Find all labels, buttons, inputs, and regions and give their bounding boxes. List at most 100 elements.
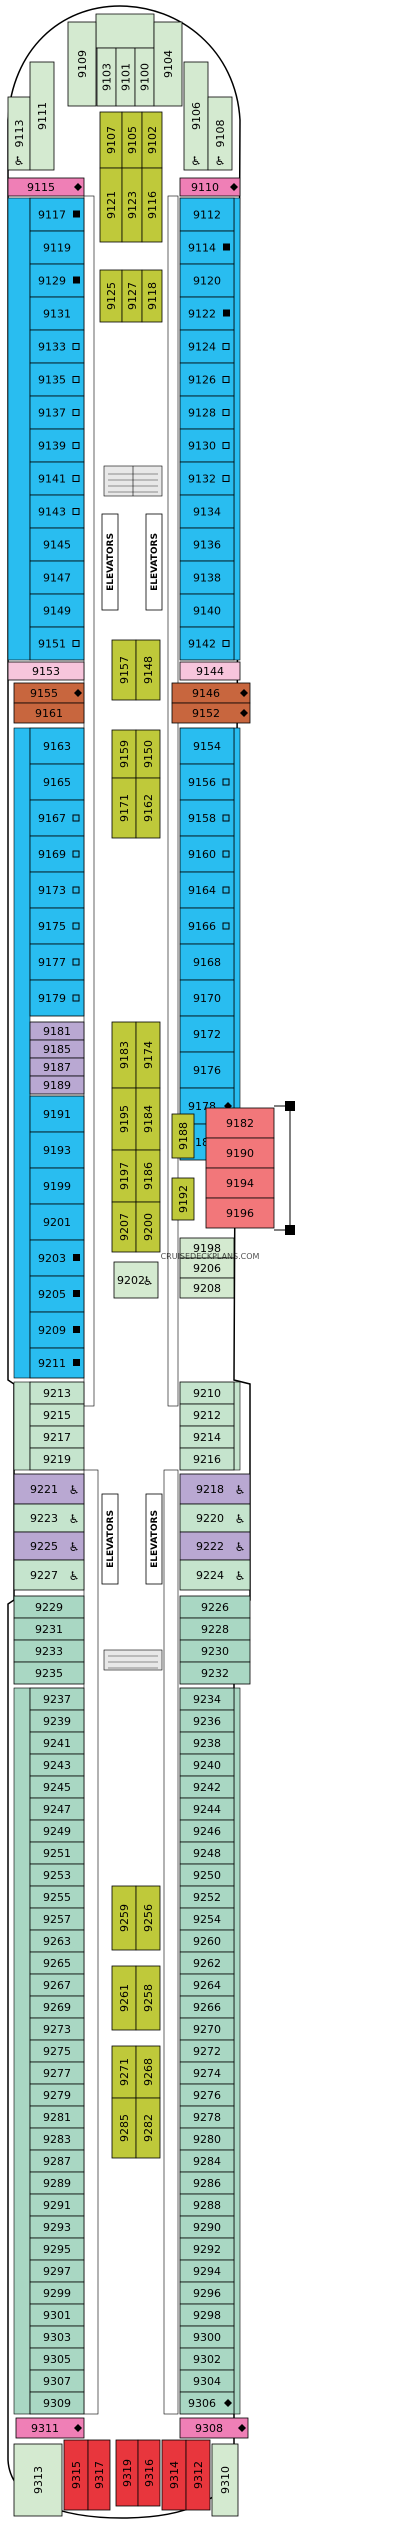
cabin-9241[interactable]: 9241 (29, 1731, 85, 1755)
cabin-9246[interactable]: 9246 (179, 1819, 235, 1843)
cabin-9286[interactable]: 9286 (179, 2171, 235, 2195)
cabin-9196[interactable]: 9196 (205, 1197, 275, 1229)
cabin-9238[interactable]: 9238 (179, 1731, 235, 1755)
cabin-9258[interactable]: 9258 (135, 1965, 161, 2031)
cabin-9116[interactable]: 9116 (141, 167, 163, 243)
cabin-9187[interactable]: 9187 (29, 1057, 85, 1077)
cabin-9228[interactable]: 9228 (179, 1617, 251, 1641)
cabin-9152[interactable]: 9152 (171, 702, 251, 724)
cabin-9148[interactable]: 9148 (135, 639, 161, 701)
cabin-9297[interactable]: 9297 (29, 2259, 85, 2283)
cabin-9159[interactable]: 9159 (111, 729, 137, 779)
cabin-9156[interactable]: 9156 (179, 763, 235, 801)
cabin-9100[interactable]: 9100 (134, 47, 155, 107)
cabin-9277[interactable]: 9277 (29, 2061, 85, 2085)
cabin-9272[interactable]: 9272 (179, 2039, 235, 2063)
cabin-9191[interactable]: 9191 (29, 1095, 85, 1133)
cabin-9115[interactable]: 9115 (7, 177, 85, 197)
cabin-9247[interactable]: 9247 (29, 1797, 85, 1821)
cabin-9190[interactable]: 9190 (205, 1137, 275, 1169)
cabin-9203[interactable]: 9203 (29, 1239, 85, 1277)
cabin-9124[interactable]: 9124 (179, 329, 235, 364)
cabin-9298[interactable]: 9298 (179, 2303, 235, 2327)
cabin-9154[interactable]: 9154 (179, 727, 235, 765)
cabin-9160[interactable]: 9160 (179, 835, 235, 873)
cabin-9118[interactable]: 9118 (141, 269, 163, 323)
cabin-9120[interactable]: 9120 (179, 263, 235, 298)
cabin-9291[interactable]: 9291 (29, 2193, 85, 2217)
cabin-9215[interactable]: 9215 (29, 1403, 85, 1427)
cabin-9271[interactable]: 9271 (111, 2045, 137, 2099)
cabin-9263[interactable]: 9263 (29, 1929, 85, 1953)
cabin-9132[interactable]: 9132 (179, 461, 235, 496)
cabin-9245[interactable]: 9245 (29, 1775, 85, 1799)
cabin-9212[interactable]: 9212 (179, 1403, 235, 1427)
cabin-9289[interactable]: 9289 (29, 2171, 85, 2195)
cabin-9197[interactable]: 9197 (111, 1149, 137, 1203)
cabin-9268[interactable]: 9268 (135, 2045, 161, 2099)
cabin-9230[interactable]: 9230 (179, 1639, 251, 1663)
cabin-9281[interactable]: 9281 (29, 2105, 85, 2129)
cabin-9310[interactable]: 9310 (211, 2443, 239, 2517)
cabin-9252[interactable]: 9252 (179, 1885, 235, 1909)
cabin-9273[interactable]: 9273 (29, 2017, 85, 2041)
cabin-9221[interactable]: 9221♿ (13, 1473, 85, 1505)
cabin-9316[interactable]: 9316 (137, 2439, 161, 2507)
cabin-9127[interactable]: 9127 (121, 269, 143, 323)
cabin-9296[interactable]: 9296 (179, 2281, 235, 2305)
cabin-9151[interactable]: 9151 (29, 626, 85, 661)
cabin-9251[interactable]: 9251 (29, 1841, 85, 1865)
cabin-9210[interactable]: 9210 (179, 1381, 235, 1405)
cabin-9227[interactable]: 9227♿ (13, 1559, 85, 1591)
cabin-9184[interactable]: 9184 (135, 1087, 161, 1151)
cabin-9176[interactable]: 9176 (179, 1051, 235, 1089)
cabin-9158[interactable]: 9158 (179, 799, 235, 837)
cabin-9266[interactable]: 9266 (179, 1995, 235, 2019)
cabin-9302[interactable]: 9302 (179, 2347, 235, 2371)
cabin-9243[interactable]: 9243 (29, 1753, 85, 1777)
cabin-9304[interactable]: 9304 (179, 2369, 235, 2393)
cabin-9147[interactable]: 9147 (29, 560, 85, 595)
cabin-9134[interactable]: 9134 (179, 494, 235, 529)
cabin-9308[interactable]: 9308 (179, 2417, 249, 2439)
cabin-9312[interactable]: 9312 (185, 2439, 211, 2511)
cabin-9199[interactable]: 9199 (29, 1167, 85, 1205)
cabin-9111[interactable]: 9111 (29, 61, 55, 171)
cabin-9222[interactable]: 9222♿ (179, 1531, 251, 1561)
cabin-9285[interactable]: 9285 (111, 2097, 137, 2159)
cabin-9269[interactable]: 9269 (29, 1995, 85, 2019)
cabin-9161[interactable]: 9161 (13, 702, 85, 724)
cabin-9102[interactable]: 9102 (141, 111, 163, 169)
cabin-9300[interactable]: 9300 (179, 2325, 235, 2349)
cabin-9139[interactable]: 9139 (29, 428, 85, 463)
cabin-9293[interactable]: 9293 (29, 2215, 85, 2239)
cabin-9136[interactable]: 9136 (179, 527, 235, 562)
cabin-9235[interactable]: 9235 (13, 1661, 85, 1685)
cabin-9287[interactable]: 9287 (29, 2149, 85, 2173)
cabin-9313[interactable]: 9313 (13, 2443, 63, 2517)
cabin-9292[interactable]: 9292 (179, 2237, 235, 2261)
cabin-9192[interactable]: 9192 (171, 1177, 195, 1221)
cabin-9123[interactable]: 9123 (121, 167, 143, 243)
cabin-9319[interactable]: 9319 (115, 2439, 139, 2507)
cabin-9250[interactable]: 9250 (179, 1863, 235, 1887)
cabin-9282[interactable]: 9282 (135, 2097, 161, 2159)
cabin-9145[interactable]: 9145 (29, 527, 85, 562)
cabin-9113[interactable]: 9113♿ (7, 96, 31, 171)
cabin-9237[interactable]: 9237 (29, 1687, 85, 1711)
cabin-9214[interactable]: 9214 (179, 1425, 235, 1449)
cabin-9232[interactable]: 9232 (179, 1661, 251, 1685)
cabin-9172[interactable]: 9172 (179, 1015, 235, 1053)
cabin-9218[interactable]: 9218♿ (179, 1473, 251, 1505)
cabin-9122[interactable]: 9122 (179, 296, 235, 331)
cabin-9205[interactable]: 9205 (29, 1275, 85, 1313)
cabin-9105[interactable]: 9105 (121, 111, 143, 169)
cabin-9225[interactable]: 9225♿ (13, 1531, 85, 1561)
cabin-9157[interactable]: 9157 (111, 639, 137, 701)
cabin-9231[interactable]: 9231 (13, 1617, 85, 1641)
cabin-9202[interactable]: 9202♿ (113, 1261, 159, 1299)
cabin-9166[interactable]: 9166 (179, 907, 235, 945)
cabin-9276[interactable]: 9276 (179, 2083, 235, 2107)
cabin-9265[interactable]: 9265 (29, 1951, 85, 1975)
cabin-9175[interactable]: 9175 (29, 907, 85, 945)
